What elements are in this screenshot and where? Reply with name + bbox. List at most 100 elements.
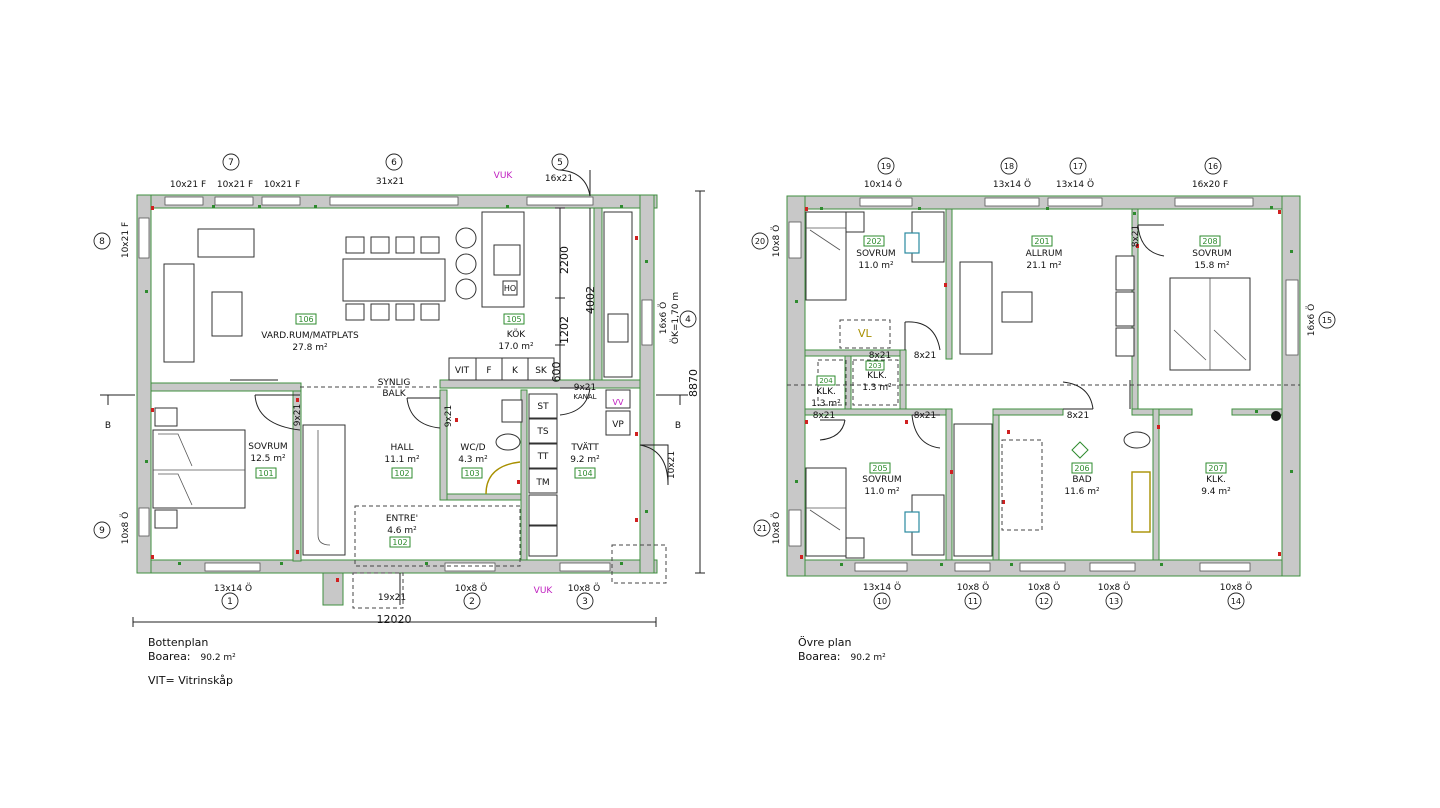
window-number: 10 xyxy=(877,597,887,606)
window-size: 16x6 Ö xyxy=(658,302,669,334)
fixture-label: ST xyxy=(537,402,549,412)
dimension-line-width xyxy=(132,617,657,627)
window xyxy=(164,196,204,206)
oven xyxy=(502,280,518,296)
window-number-circle xyxy=(463,592,481,610)
window xyxy=(641,299,653,346)
room-name: KÖK xyxy=(507,329,526,340)
area-value: 90.2 m² xyxy=(200,653,236,663)
dimension-height: 8870 xyxy=(687,369,700,397)
wall-east xyxy=(639,194,655,574)
window-number: 13 xyxy=(1109,597,1119,606)
nightstand xyxy=(154,509,178,529)
dining-chairs xyxy=(345,236,440,321)
fixture-label: TS xyxy=(536,427,548,437)
window xyxy=(261,196,301,206)
room-code-box xyxy=(1031,235,1053,247)
room-code: 101 xyxy=(258,469,273,478)
room-name: SOVRUM xyxy=(1192,249,1231,259)
armchair xyxy=(197,228,255,258)
door-size: 8x21 xyxy=(1131,225,1141,248)
section-mark-right xyxy=(656,394,688,405)
window-number: 19 xyxy=(881,162,891,171)
room-name: ALLRUM xyxy=(1026,249,1063,259)
door-size: 9x21 xyxy=(574,383,597,393)
window xyxy=(984,197,1040,207)
dimension-line-height xyxy=(695,190,705,574)
window xyxy=(954,562,991,572)
room-area: 12.5 m² xyxy=(250,454,286,464)
dimension-kitchen-3: 1202 xyxy=(558,316,571,344)
window-number-circle xyxy=(1035,592,1053,610)
window-number-circle xyxy=(221,592,239,610)
door-size: 8x21 xyxy=(869,351,892,361)
sofa xyxy=(163,263,195,363)
room-area: 11.0 m² xyxy=(858,261,894,271)
window xyxy=(1285,279,1299,356)
room-area: 4.6 m² xyxy=(387,526,417,536)
room-code: 105 xyxy=(506,315,521,324)
room-code: 104 xyxy=(577,469,592,478)
floor-drain-icon xyxy=(1071,441,1089,459)
wall-interior xyxy=(992,408,1000,561)
window-number: 8 xyxy=(99,237,105,247)
window-number-circle xyxy=(385,153,403,171)
window xyxy=(138,507,150,537)
beam-label: SYNLIG xyxy=(378,378,411,388)
room-code-box xyxy=(1205,462,1227,474)
window xyxy=(1174,197,1254,207)
window-size: 10x8 Ö xyxy=(771,512,782,544)
room-code-box xyxy=(1071,462,1093,474)
room-code-box xyxy=(574,467,596,479)
vuk-label: VUK xyxy=(534,586,554,596)
window-size: 10x14 Ö xyxy=(864,179,902,190)
window-number-circle xyxy=(753,519,771,537)
coffee-table xyxy=(211,291,243,337)
room-code: 208 xyxy=(1202,237,1217,246)
door xyxy=(819,419,846,441)
wall-interior xyxy=(439,379,641,389)
room-name: VARD.RUM/MATPLATS xyxy=(261,331,359,341)
fixture-label: SK xyxy=(535,366,548,376)
laundry-units xyxy=(528,393,558,557)
wall-interior xyxy=(150,382,302,392)
fixture-label: K xyxy=(512,366,519,376)
section-label: B xyxy=(105,421,111,431)
door-size: 8x21 xyxy=(914,351,937,361)
window-number-circle xyxy=(1204,157,1222,175)
room-code: 201 xyxy=(1034,237,1049,246)
duct-label: KANAL xyxy=(573,393,596,401)
room-code: 206 xyxy=(1074,464,1089,473)
fixture-label: VIT xyxy=(455,366,470,376)
window xyxy=(329,196,459,206)
window-number: 4 xyxy=(685,315,691,325)
window-number-circle xyxy=(1318,311,1336,329)
window xyxy=(204,562,261,572)
fixture-label: VP xyxy=(612,420,624,430)
room-code-box xyxy=(1199,235,1221,247)
window xyxy=(788,509,802,547)
window-note: ÖK=1,70 m xyxy=(670,292,681,344)
bed-detail xyxy=(806,227,846,251)
sofa xyxy=(959,261,993,355)
shower-arc xyxy=(485,461,521,495)
toilet xyxy=(1123,431,1151,449)
door-size: 19x21 xyxy=(378,593,406,603)
desk-chair xyxy=(904,232,920,254)
wall-interior xyxy=(945,408,953,561)
bookshelves xyxy=(1115,255,1135,357)
door-size: 8x21 xyxy=(813,411,836,421)
door xyxy=(911,414,941,449)
window-number: 16 xyxy=(1208,162,1218,171)
upper-floor-plan: 19 18 17 16 20 21 15 10 11 12 13 14 10x1… xyxy=(751,157,1336,610)
window-number-circle xyxy=(877,157,895,175)
wall-interior xyxy=(992,408,1064,416)
cooktop xyxy=(493,244,521,276)
room-name: KLK. xyxy=(1206,475,1226,485)
beam-label: BALK xyxy=(382,389,406,399)
bed-detail xyxy=(806,507,846,531)
window-number: 18 xyxy=(1004,162,1014,171)
window-number-circle xyxy=(873,592,891,610)
room-name: ENTRE' xyxy=(386,514,418,524)
toilet xyxy=(495,433,521,451)
